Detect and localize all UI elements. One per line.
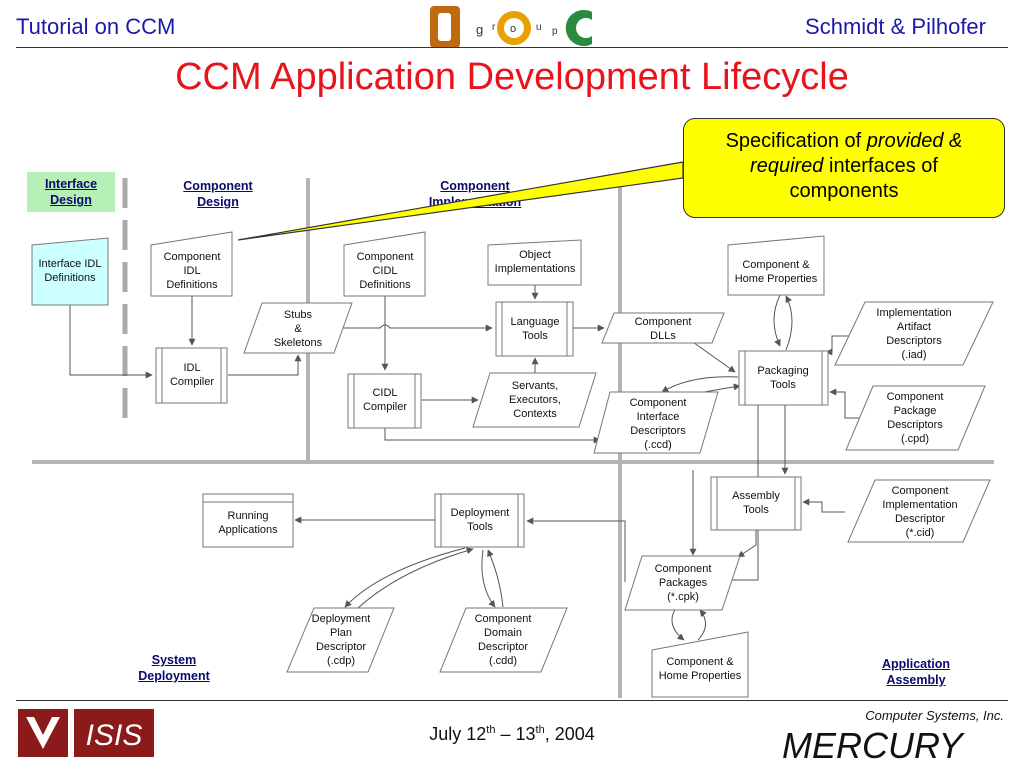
mercury-name: MERCURY: [782, 725, 966, 764]
connector-dlls-to-pkg: [689, 339, 736, 373]
connector-props-to-cpk: [697, 609, 707, 641]
node-implementation-artifact-descriptors: [834, 301, 994, 366]
logo-letter-c: C: [578, 33, 579, 35]
logo-letter-d: D: [438, 33, 439, 35]
logo-letter-o: o: [510, 23, 516, 35]
connector-deploy-to-cdp: [344, 547, 466, 608]
node-home-properties-bottom: [651, 631, 749, 698]
node-component-domain-descriptor: [439, 607, 568, 673]
phase-interface-design: Interface Design: [27, 172, 115, 212]
connector-assembly-to-cpk: [737, 530, 757, 558]
mercury-tagline: Computer Systems, Inc.: [865, 708, 1004, 723]
node-component-dlls: [601, 312, 725, 344]
page-title: CCM Application Development Lifecycle: [175, 56, 849, 98]
node-component-packages: [624, 555, 741, 611]
connector-props-to-pkg: [773, 294, 781, 347]
phase-component-design: Component Design: [183, 179, 253, 209]
svg-text:Component &Home Properties: Component &Home Properties: [735, 259, 818, 285]
header-rule: [16, 47, 1008, 48]
connector-cpk-to-deploy: [526, 517, 626, 582]
footer-rule: [16, 700, 1008, 701]
connector-deploy-to-cdd: [481, 549, 496, 608]
isis-text: ISIS: [86, 719, 143, 752]
connector-idlc-to-stubs: [228, 354, 302, 376]
connector-stubs-to-lang: [340, 324, 493, 332]
logo-letter-r: r: [492, 22, 496, 33]
svg-text:Component &Home Properties: Component &Home Properties: [659, 656, 742, 682]
node-component-idl: [150, 231, 233, 297]
node-servants-executors: [472, 372, 597, 428]
connector-pkg-to-props: [785, 295, 793, 351]
vanderbilt-isis-logo: ISIS: [18, 709, 154, 757]
node-component-implementation-descriptor: [847, 479, 991, 543]
doc-group-logo: g r o u p D C: [430, 6, 592, 48]
connector-cidlc-to-ccd: [384, 427, 601, 444]
connector-cid-to-assembly: [802, 498, 845, 513]
node-stubs-skeletons: [243, 302, 353, 354]
callout-pointer: [237, 161, 684, 241]
svg-text:Stubs&Skeletons: Stubs&Skeletons: [274, 309, 323, 349]
node-component-interface-descriptors: [593, 391, 719, 454]
node-object-implementations: [487, 239, 582, 286]
connector-pkg-to-ccd: [661, 376, 739, 393]
connector-cdd-to-deploy: [487, 549, 504, 608]
logo-letter-g: g: [476, 22, 483, 37]
svg-text:Servants,Executors,Contexts: Servants,Executors,Contexts: [509, 380, 561, 420]
phase-system-deployment: System Deployment: [138, 653, 210, 683]
logo-letter-u: u: [536, 22, 542, 33]
node-deployment-plan-descriptor: [286, 607, 395, 673]
logo-letter-p: p: [552, 26, 558, 37]
footer-date: July 12th – 13th, 2004: [429, 724, 595, 744]
connector-iface-to-idlc: [69, 305, 153, 379]
header-left-title: Tutorial on CCM: [16, 14, 176, 39]
node-interface-idl: [31, 237, 109, 306]
connector-cpk-to-props: [671, 607, 685, 641]
connector-cdp-to-deploy: [357, 547, 474, 609]
node-component-package-descriptors: [845, 385, 986, 451]
node-component-cidl: [343, 231, 426, 297]
header-right-authors: Schmidt & Pilhofer: [805, 14, 986, 39]
mercury-logo: Computer Systems, Inc. MERCURY: [782, 708, 1004, 764]
callout-note: Specification of provided & required int…: [683, 118, 1005, 218]
connector-cpd-to-pkg: [829, 388, 862, 419]
phase-application-assembly: Application Assembly: [881, 657, 951, 687]
node-home-properties-top: [727, 235, 825, 296]
